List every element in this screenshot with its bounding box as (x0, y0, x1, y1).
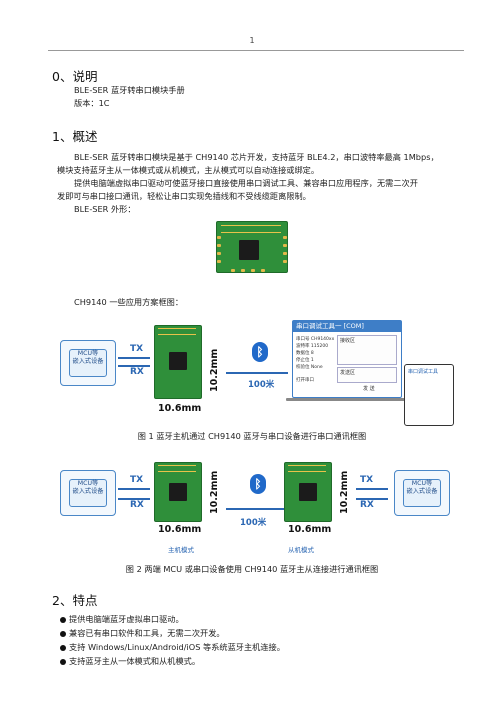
mcu-device-box-right: MCU等嵌入式设备 (394, 470, 450, 516)
height-dimension: 10.2mm (209, 348, 220, 392)
app-diagram-label: CH9140 一些应用方案框图： (74, 297, 184, 307)
figure-2: MCU等嵌入式设备 TX RX 10.6mm 10.2mm ᛒ 100米 10.… (60, 462, 460, 560)
feature-bullet: 兼容已有串口软件和工具，无需二次开发。 (60, 627, 225, 639)
tx-label-right: TX (360, 475, 374, 485)
page-number: 1 (249, 36, 255, 45)
header-rule (48, 50, 464, 51)
mcu-device-label-right: MCU等嵌入式设备 (403, 479, 441, 507)
rx-arrow (118, 365, 150, 367)
laptop-base (286, 398, 406, 401)
figure-1: MCU等嵌入式设备 TX RX 10.6mm 10.2mm ᛒ 100米 串口调… (60, 320, 460, 426)
figure-2-caption: 图 2 两端 MCU 或串口设备使用 CH9140 蓝牙主从连接进行通讯框图 (125, 564, 379, 574)
mcu-device-label-left: MCU等嵌入式设备 (69, 479, 107, 507)
bullet-icon (60, 644, 66, 651)
wireless-link (226, 372, 288, 374)
module-photo (216, 221, 288, 273)
module-image-right (284, 462, 332, 522)
mcu-device-box: MCU等嵌入式设备 (60, 340, 116, 386)
send-button-label: 发 送 (363, 386, 375, 392)
tx-label: TX (130, 344, 144, 354)
bluetooth-icon: ᛒ (250, 474, 266, 494)
wireless-link (226, 508, 284, 510)
width-dimension: 10.6mm (158, 403, 202, 414)
module-image-left (154, 462, 202, 522)
receive-area (337, 335, 397, 365)
send-area-label: 发送区 (340, 370, 356, 376)
bullet-icon (60, 630, 66, 637)
overview-para1-line1: BLE-SER 蓝牙转串口模块是基于 CH9140 芯片开发，支持蓝牙 BLE4… (74, 152, 439, 162)
overview-para2-line1: 提供电脑端虚拟串口驱动可使蓝牙接口直接使用串口调试工具、兼容串口应用程序，无需二… (74, 178, 418, 188)
feature-bullet: 提供电脑端蓝牙虚拟串口驱动。 (60, 613, 184, 625)
bullet-icon (60, 616, 66, 623)
section-2-heading: 2、特点 (52, 593, 98, 608)
tx-label-left: TX (130, 475, 144, 485)
receive-area-label: 接收区 (340, 338, 356, 344)
feature-bullet: 支持 Windows/Linux/Android/iOS 等系统蓝牙主机连接。 (60, 641, 285, 653)
shape-label: BLE-SER 外形： (74, 204, 136, 214)
master-mode-label: 主机模式 (168, 546, 194, 554)
serial-tool-title: 串口调试工具一 [COM] (293, 321, 401, 332)
mcu-device-label: MCU等嵌入式设备 (69, 349, 107, 377)
send-area (337, 367, 397, 383)
tx-arrow-right (356, 488, 388, 490)
figure-1-caption: 图 1 蓝牙主机通过 CH9140 蓝牙与串口设备进行串口通讯框图 (137, 431, 367, 441)
width-dimension-right: 10.6mm (288, 524, 332, 535)
rx-label: RX (130, 367, 144, 377)
tool-row: 数据位 8 (296, 351, 314, 356)
bluetooth-icon: ᛒ (252, 342, 268, 362)
width-dimension-left: 10.6mm (158, 524, 202, 535)
feature-bullet: 支持蓝牙主从一体模式和从机模式。 (60, 655, 200, 667)
section-1-heading: 1、概述 (52, 129, 98, 144)
height-dimension-right: 10.2mm (339, 470, 350, 514)
tool-row: 校验位 None (296, 365, 323, 370)
tool-row: 停止位 1 (296, 358, 314, 363)
distance-label: 100米 (240, 518, 267, 528)
serial-tool-window: 串口调试工具一 [COM] 串口号 CH9140xx 波特率 115200 数据… (292, 320, 402, 398)
section-0-heading: 0、说明 (52, 69, 98, 84)
ch9140-chip (239, 240, 259, 260)
phone-app-title: 串口调试工具 (408, 369, 439, 375)
mcu-device-box-left: MCU等嵌入式设备 (60, 470, 116, 516)
overview-para1-line2: 模块支持蓝牙主从一体模式或从机模式，主从模式可以自动连接或绑定。 (57, 165, 320, 175)
module-image (154, 325, 202, 399)
tool-row: 波特率 115200 (296, 344, 329, 349)
tx-arrow-left (118, 488, 150, 490)
overview-para2-line2: 发即可与串口接口通讯，轻松让串口实现免插线和不受线缆距离限制。 (57, 191, 311, 201)
rx-arrow-left (118, 498, 150, 500)
rx-arrow-right (356, 498, 388, 500)
open-port-label: 打开串口 (296, 378, 314, 383)
rx-label-right: RX (360, 500, 374, 510)
doc-title-line: BLE-SER 蓝牙转串口模块手册 (74, 85, 185, 95)
slave-mode-label: 从机模式 (288, 546, 314, 554)
rx-label-left: RX (130, 500, 144, 510)
tool-row: 串口号 CH9140xx (296, 337, 335, 342)
pcb-antenna (221, 225, 281, 233)
height-dimension-left: 10.2mm (209, 470, 220, 514)
version-line: 版本：1C (74, 98, 110, 108)
phone-device: 串口调试工具 (404, 364, 454, 426)
distance-label: 100米 (248, 380, 275, 390)
tx-arrow (118, 357, 150, 359)
bullet-icon (60, 658, 66, 665)
